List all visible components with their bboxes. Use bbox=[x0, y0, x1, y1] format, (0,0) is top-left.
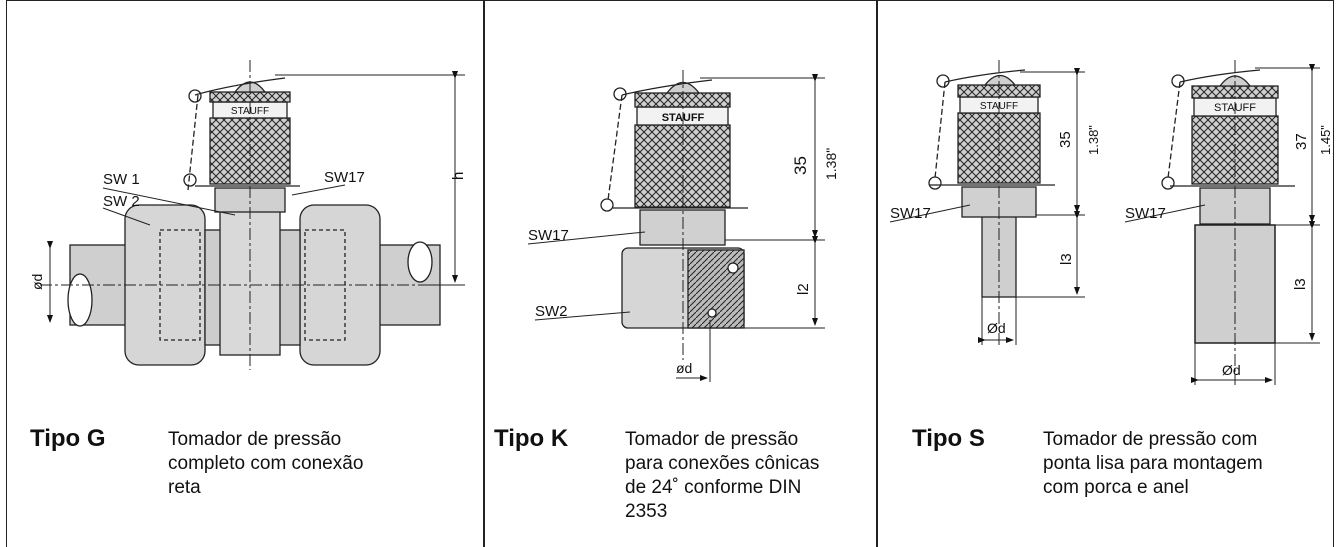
caption-desc-tipo-s: Tomador de pressão com ponta lisa para m… bbox=[1043, 428, 1263, 500]
od-dimension-label: ød bbox=[676, 360, 692, 376]
brand-label: STAUFF bbox=[662, 112, 705, 124]
height-inch-label: 1.38" bbox=[1086, 125, 1101, 155]
sw17-label: SW17 bbox=[528, 227, 569, 244]
caption-line: para conexões cônicas bbox=[625, 453, 820, 474]
height-inch-label: 1.45" bbox=[1318, 125, 1333, 155]
caption-line: Tomador de pressão bbox=[625, 429, 799, 450]
caption-title-tipo-g: Tipo G bbox=[30, 425, 106, 452]
caption-line: ponta lisa para montagem bbox=[1043, 453, 1263, 474]
sw17-label: SW17 bbox=[890, 205, 931, 222]
height-dimension-label: 35 bbox=[1057, 131, 1074, 148]
h-dimension-label: h bbox=[450, 172, 467, 180]
height-inch-label: 1.38" bbox=[823, 148, 839, 180]
caption-title-tipo-s: Tipo S bbox=[912, 425, 985, 452]
brand-label: STAUFF bbox=[980, 101, 1018, 112]
brand-label: STAUFF bbox=[231, 106, 269, 117]
od-dimension-label: ød bbox=[29, 274, 45, 290]
l3-dimension-label: l3 bbox=[1058, 253, 1075, 265]
tipo-g-drawing bbox=[40, 60, 465, 370]
caption-line: reta bbox=[168, 477, 201, 498]
caption-desc-tipo-g: Tomador de pressão completo com conexão … bbox=[168, 428, 363, 500]
caption-title-tipo-k: Tipo K bbox=[494, 425, 569, 452]
l3-dimension-label: l3 bbox=[1292, 278, 1309, 290]
caption-line: Tomador de pressão bbox=[168, 429, 342, 450]
caption-line: 2353 bbox=[625, 501, 668, 522]
tipo-s-drawing-small bbox=[889, 60, 1085, 345]
brand-label: STAUFF bbox=[1214, 102, 1256, 114]
sw17-label: SW17 bbox=[1125, 205, 1166, 222]
sw2-label: SW2 bbox=[535, 303, 568, 320]
sw17-label: SW17 bbox=[324, 169, 365, 186]
height-dimension-label: 35 bbox=[791, 156, 810, 175]
height-dimension-label: 37 bbox=[1293, 133, 1310, 150]
caption-line: de 24˚ conforme DIN bbox=[625, 477, 802, 498]
caption-line: Tomador de pressão com bbox=[1043, 429, 1258, 450]
figure-frame bbox=[6, 0, 1334, 547]
caption-desc-tipo-k: Tomador de pressão para conexões cônicas… bbox=[625, 428, 819, 524]
od-dimension-label: Ød bbox=[1222, 362, 1241, 378]
tipo-s-drawing-large bbox=[1124, 60, 1320, 385]
sw2-label: SW 2 bbox=[103, 193, 140, 210]
sw1-label: SW 1 bbox=[103, 171, 140, 188]
panel-divider bbox=[483, 0, 485, 547]
panel-divider bbox=[876, 0, 878, 547]
caption-line: com porca e anel bbox=[1043, 477, 1189, 498]
caption-line: completo com conexão bbox=[168, 453, 364, 474]
tipo-k-drawing bbox=[527, 70, 825, 382]
od-dimension-label: Ød bbox=[987, 320, 1006, 336]
l2-dimension-label: l2 bbox=[795, 283, 812, 295]
